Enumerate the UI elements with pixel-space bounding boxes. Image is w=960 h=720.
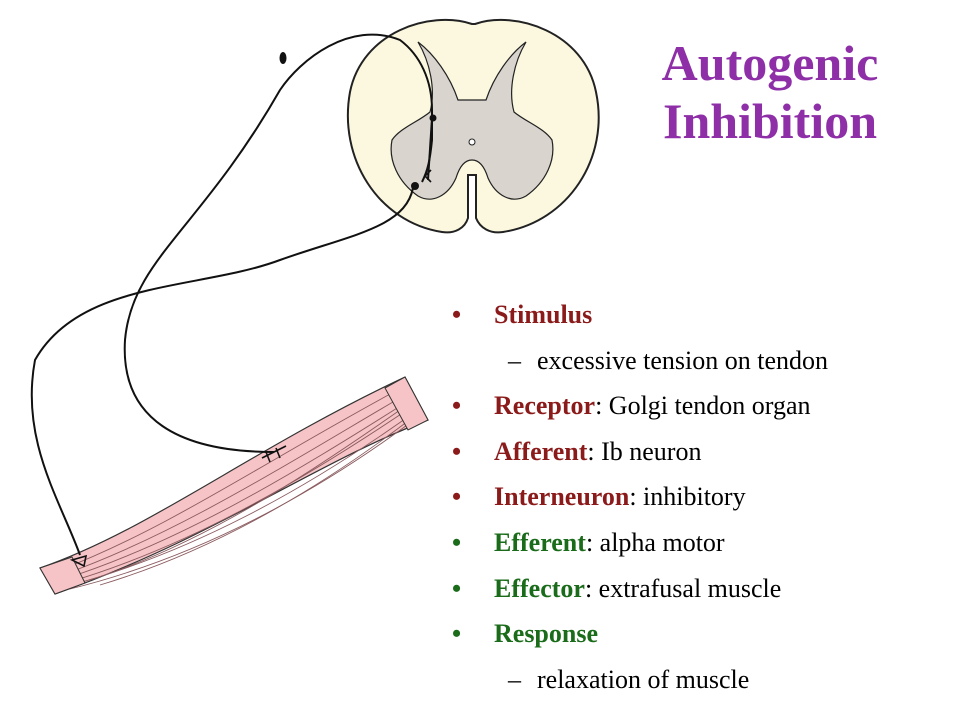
bullet-description: : extrafusal muscle bbox=[584, 573, 782, 603]
bullet-marker: • bbox=[452, 573, 462, 603]
bullet-marker: • bbox=[452, 436, 462, 466]
motor-endplate-icon bbox=[69, 554, 88, 568]
bullet-description: : Ib neuron bbox=[587, 436, 702, 466]
muscle-fibers bbox=[59, 385, 423, 590]
bullet-marker: • bbox=[452, 482, 462, 512]
bullet-term: Effector bbox=[494, 573, 585, 603]
bullet-item: • Afferent: Ib neuron bbox=[452, 429, 828, 475]
bullet-term: Interneuron bbox=[494, 482, 630, 512]
motor-neuron-soma bbox=[411, 182, 419, 190]
spinal-gray-matter bbox=[390, 41, 554, 200]
bullet-item: • Response bbox=[452, 611, 828, 657]
tendon-right bbox=[384, 376, 429, 431]
sub-bullet-item: –excessive tension on tendon bbox=[452, 338, 828, 384]
bullet-term: Afferent bbox=[494, 436, 588, 466]
tendon-left bbox=[39, 556, 86, 595]
central-canal bbox=[468, 138, 476, 146]
efferent-neuron bbox=[30, 187, 414, 556]
bullet-list: •Stimulus–excessive tension on tendon•Re… bbox=[452, 292, 828, 702]
title-line-2: Inhibition bbox=[662, 93, 877, 149]
bullet-term: Efferent bbox=[494, 527, 586, 557]
golgi-tendon-organ-icon bbox=[261, 445, 287, 463]
bullet-item: • Effector: extrafusal muscle bbox=[452, 566, 828, 612]
bullet-term: Receptor bbox=[494, 391, 596, 421]
synapse-icon bbox=[424, 169, 432, 183]
interneuron bbox=[427, 117, 433, 181]
sub-bullet-text: relaxation of muscle bbox=[537, 664, 750, 694]
spinal-cord bbox=[346, 18, 600, 234]
receptor-endings bbox=[69, 169, 432, 568]
bullet-marker: • bbox=[452, 300, 462, 329]
bullet-item: • Stimulus bbox=[452, 292, 828, 338]
muscle bbox=[39, 376, 429, 595]
bullet-marker: • bbox=[452, 619, 462, 649]
interneuron-soma bbox=[429, 114, 437, 122]
sub-bullet-text: excessive tension on tendon bbox=[537, 345, 828, 375]
dash-marker: – bbox=[508, 345, 521, 375]
bullet-item: • Interneuron: inhibitory bbox=[452, 474, 828, 520]
bullet-term: Response bbox=[494, 619, 599, 649]
bullet-description: : inhibitory bbox=[629, 482, 746, 512]
sub-bullet-item: –relaxation of muscle bbox=[452, 657, 828, 703]
bullet-description: : Golgi tendon organ bbox=[595, 391, 811, 421]
bullet-marker: • bbox=[452, 527, 462, 557]
afferent-neuron bbox=[123, 33, 433, 453]
neuron-cell-bodies bbox=[279, 52, 437, 190]
bullet-marker: • bbox=[452, 391, 462, 421]
page-title: Autogenic Inhibition bbox=[600, 34, 940, 150]
dash-marker: – bbox=[508, 664, 521, 694]
dorsal-root-ganglion bbox=[279, 52, 287, 64]
bullet-description: : alpha motor bbox=[585, 527, 725, 557]
bullet-item: • Efferent: alpha motor bbox=[452, 520, 828, 566]
neurons bbox=[30, 33, 433, 556]
bullet-item: • Receptor: Golgi tendon organ bbox=[452, 383, 828, 429]
bullet-term: Stimulus bbox=[494, 300, 593, 329]
title-line-1: Autogenic bbox=[661, 35, 879, 91]
